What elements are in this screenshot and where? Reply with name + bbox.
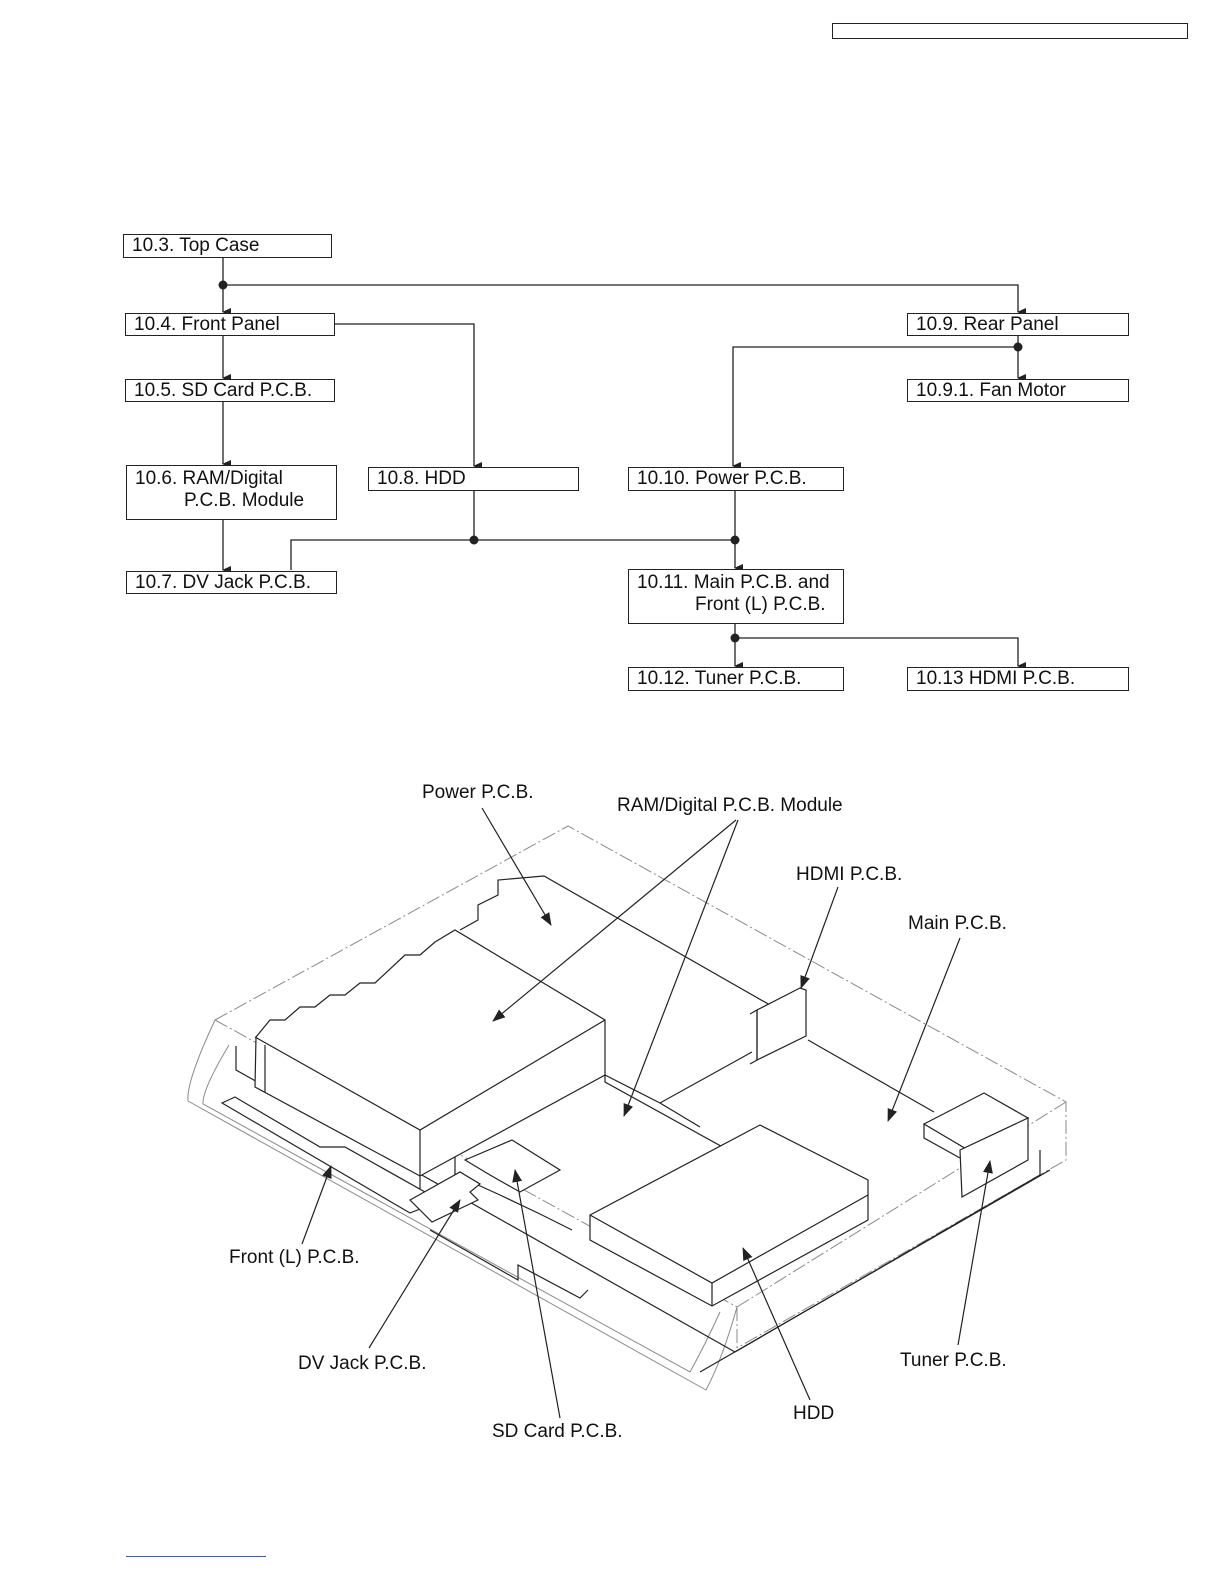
callout-hdmi-pcb: HDMI P.C.B.: [796, 864, 903, 885]
callout-hdd: HDD: [793, 1403, 835, 1424]
node-hdd: 10.8. HDD: [368, 467, 579, 491]
node-fan-motor: 10.9.1. Fan Motor: [907, 379, 1129, 402]
node-top-case: 10.3. Top Case: [123, 234, 332, 258]
node-hdmi-pcb: 10.13 HDMI P.C.B.: [907, 667, 1129, 691]
callout-dv-jack-pcb: DV Jack P.C.B.: [298, 1353, 427, 1374]
callout-tuner-pcb: Tuner P.C.B.: [900, 1350, 1007, 1371]
leader-lines: [301, 807, 993, 1419]
node-main-pcb: 10.11. Main P.C.B. and Front (L) P.C.B.: [628, 569, 844, 624]
front-l-pcb-drawing: [220, 1096, 426, 1214]
leader-ram-digital-a: [492, 819, 737, 1022]
footer-rule: [126, 1556, 266, 1557]
leader-ram-digital-b: [623, 819, 739, 1117]
node-tuner-pcb-label: 10.12. Tuner P.C.B.: [637, 668, 802, 689]
node-fan-motor-label: 10.9.1. Fan Motor: [916, 380, 1066, 401]
node-dv-jack-pcb: 10.7. DV Jack P.C.B.: [126, 571, 337, 594]
callout-main-pcb: Main P.C.B.: [908, 913, 1007, 934]
header-box: [832, 23, 1188, 39]
leader-tuner-pcb: [957, 1160, 993, 1346]
leader-hdd: [742, 1247, 811, 1401]
node-sd-card-pcb-label: 10.5. SD Card P.C.B.: [134, 380, 313, 401]
node-ram-digital-line2: P.C.B. Module: [184, 490, 305, 511]
ram-digital-module-drawing: [254, 929, 606, 1202]
callout-front-l-pcb: Front (L) P.C.B.: [229, 1247, 360, 1268]
node-ram-digital-line1: 10.6. RAM/Digital: [135, 468, 283, 489]
callout-sd-card-pcb: SD Card P.C.B.: [492, 1421, 623, 1442]
arrow-topcase-rearpanel: [223, 284, 1026, 316]
flow-junctions: [218, 280, 1023, 643]
tuner-pcb-drawing: [922, 1092, 1030, 1199]
node-front-panel-label: 10.4. Front Panel: [134, 314, 280, 335]
node-power-pcb: 10.10. Power P.C.B.: [628, 467, 844, 491]
node-front-panel: 10.4. Front Panel: [125, 313, 335, 336]
leader-hdmi-pcb: [800, 886, 839, 989]
arrow-main-hdmi: [735, 637, 1026, 670]
node-power-pcb-label: 10.10. Power P.C.B.: [637, 468, 807, 489]
node-dv-jack-pcb-label: 10.7. DV Jack P.C.B.: [135, 572, 312, 593]
chassis-front-bezel: [187, 1019, 738, 1391]
dv-jack-sd-card-drawing: [409, 1139, 573, 1231]
hdd-drawing: [589, 1124, 869, 1307]
node-rear-panel: 10.9. Rear Panel: [907, 313, 1129, 336]
node-hdd-label: 10.8. HDD: [377, 468, 466, 489]
arrow-frontpanel-hdd: [335, 323, 482, 470]
leader-sd-card-pcb: [512, 1169, 561, 1419]
leader-power-pcb: [481, 807, 552, 926]
bottom-chassis: [235, 1046, 1051, 1373]
hdmi-pcb-drawing: [749, 987, 807, 1065]
flow-connectors: [222, 257, 1026, 670]
callout-power-pcb: Power P.C.B.: [422, 782, 534, 803]
arrow-rearpanel-power: [732, 346, 1018, 470]
node-top-case-label: 10.3. Top Case: [132, 235, 260, 256]
node-sd-card-pcb: 10.5. SD Card P.C.B.: [125, 379, 335, 402]
node-main-pcb-line1: 10.11. Main P.C.B. and: [637, 572, 830, 593]
node-rear-panel-label: 10.9. Rear Panel: [916, 314, 1059, 335]
leader-main-pcb: [887, 937, 961, 1122]
node-tuner-pcb: 10.12. Tuner P.C.B.: [628, 667, 844, 691]
node-hdmi-pcb-label: 10.13 HDMI P.C.B.: [916, 668, 1076, 689]
leader-dv-jack-pcb: [368, 1199, 461, 1349]
line-dvjack-join: [290, 539, 735, 570]
callout-ram-digital-module: RAM/Digital P.C.B. Module: [617, 795, 843, 816]
leader-front-l-pcb: [301, 1165, 332, 1245]
node-ram-digital: 10.6. RAM/Digital P.C.B. Module: [126, 465, 337, 520]
node-main-pcb-line2: Front (L) P.C.B.: [695, 594, 826, 615]
